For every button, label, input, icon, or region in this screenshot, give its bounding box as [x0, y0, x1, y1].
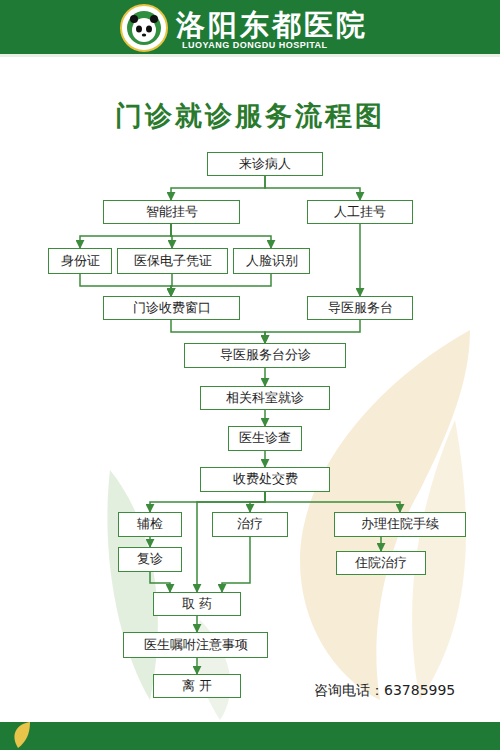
flow-arrow	[265, 492, 400, 512]
box-label: 收费处交费	[233, 472, 298, 486]
process-box: 取 药	[153, 592, 241, 616]
box-label: 来诊病人	[239, 157, 291, 171]
diagram-title: 门诊就诊服务流程图	[0, 98, 500, 134]
box-label: 相关科室就诊	[226, 391, 304, 405]
flow-arrow	[196, 616, 198, 632]
process-box: 复诊	[118, 547, 182, 572]
box-label: 人脸识别	[246, 254, 298, 268]
box-label: 辅检	[137, 517, 163, 531]
process-box: 治疗	[212, 512, 288, 537]
flow-arrow	[171, 176, 265, 200]
header-band	[0, 0, 500, 54]
process-box: 住院治疗	[336, 551, 426, 575]
process-box: 离 开	[153, 674, 241, 698]
flow-arrow	[197, 492, 265, 592]
flow-arrow	[265, 320, 360, 343]
flow-arrow	[171, 320, 265, 343]
process-box: 医生诊查	[228, 426, 302, 451]
process-box: 导医服务台分诊	[184, 343, 346, 368]
flow-arrow	[264, 451, 266, 467]
flow-arrow	[171, 224, 271, 248]
flow-arrow	[149, 537, 151, 547]
process-box: 辅检	[118, 512, 182, 537]
box-label: 医保电子凭证	[134, 254, 212, 268]
footer-band	[0, 722, 500, 750]
flow-arrow	[264, 410, 266, 426]
box-label: 离 开	[182, 679, 212, 693]
process-box: 导医服务台	[307, 296, 413, 320]
process-box: 收费处交费	[200, 467, 330, 492]
flow-arrow	[222, 537, 250, 592]
process-box: 办理住院手续	[334, 512, 466, 537]
hospital-english-name: LUOYANG DONGDU HOSPITAL	[182, 40, 328, 50]
box-label: 住院治疗	[355, 556, 407, 570]
process-box: 医保电子凭证	[117, 248, 228, 274]
process-box: 智能挂号	[103, 200, 240, 224]
flow-arrow	[264, 368, 266, 386]
process-box: 身份证	[48, 248, 112, 274]
flow-arrow	[171, 274, 271, 296]
process-box: 医生嘱咐注意事项	[123, 632, 268, 658]
flow-arrow	[380, 537, 382, 551]
box-label: 复诊	[137, 552, 163, 566]
footer-leaf	[14, 722, 30, 748]
flow-arrow	[80, 224, 171, 248]
box-label: 人工挂号	[334, 205, 386, 219]
box-label: 智能挂号	[146, 205, 198, 219]
box-label: 医生诊查	[239, 431, 291, 445]
flow-arrow	[150, 572, 170, 592]
process-box: 相关科室就诊	[200, 386, 330, 410]
flow-arrow	[265, 176, 360, 200]
box-label: 导医服务台分诊	[220, 348, 311, 362]
box-label: 导医服务台	[328, 301, 393, 315]
flow-arrow	[80, 274, 171, 296]
flow-arrow	[196, 658, 198, 674]
box-label: 取 药	[182, 597, 212, 611]
process-box: 人脸识别	[233, 248, 310, 274]
header-rule	[0, 54, 500, 57]
flow-arrow	[359, 224, 361, 296]
phone-note: 咨询电话：63785995	[314, 682, 455, 700]
box-label: 医生嘱咐注意事项	[144, 638, 248, 652]
box-label: 门诊收费窗口	[133, 301, 211, 315]
box-label: 身份证	[61, 254, 100, 268]
box-label: 办理住院手续	[361, 517, 439, 531]
process-box: 门诊收费窗口	[103, 296, 240, 320]
process-box: 人工挂号	[307, 200, 413, 224]
process-box: 来诊病人	[207, 152, 323, 176]
hospital-logo	[121, 5, 167, 51]
box-label: 治疗	[237, 517, 263, 531]
